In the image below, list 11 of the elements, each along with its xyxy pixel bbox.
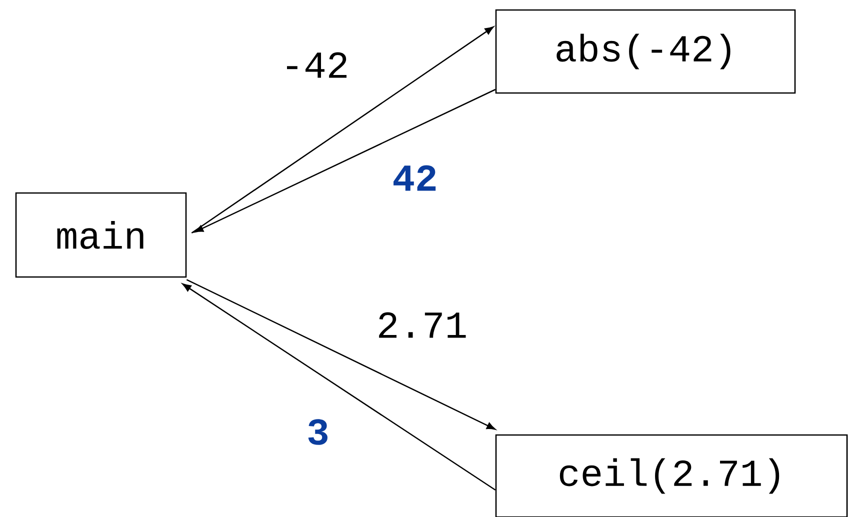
- function-box: main: [15, 192, 187, 278]
- arrow: [191, 26, 494, 234]
- function-box: abs(-42): [495, 9, 796, 94]
- function-box: ceil(2.71): [495, 434, 848, 517]
- return-value: 42: [394, 165, 436, 191]
- arrow: [194, 88, 496, 232]
- arrow: [182, 284, 496, 491]
- argument-value: -42: [287, 52, 346, 78]
- argument-value: 2.71: [379, 312, 466, 338]
- arrow: [186, 279, 496, 430]
- return-value: 3: [308, 419, 328, 445]
